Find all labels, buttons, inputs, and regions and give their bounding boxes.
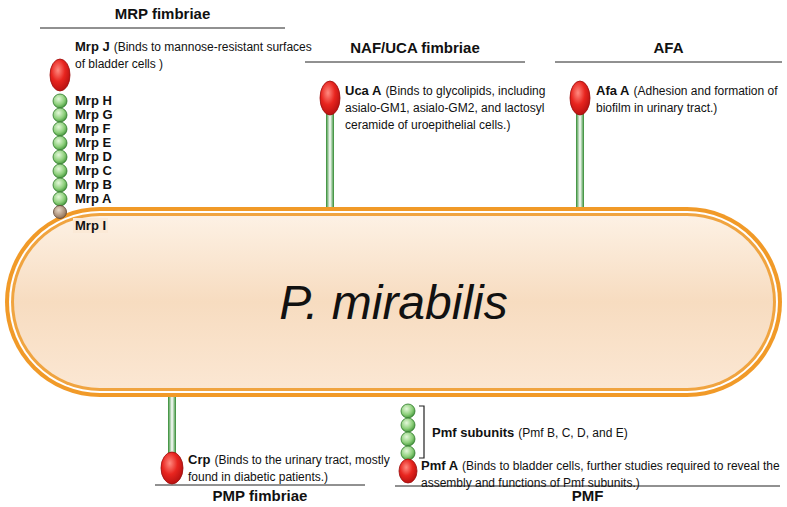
- cell-name: P. mirabilis: [279, 275, 508, 330]
- subunit-name: Mrp H: [75, 93, 112, 108]
- subunit-name: Mrp F: [75, 121, 110, 136]
- section-heading: MRP fimbriae: [40, 6, 285, 21]
- protein-annotation: Pmf A(Binds to bladder cells, further st…: [421, 457, 783, 491]
- subunit-name: Mrp D: [75, 149, 112, 164]
- protein-annotation: Uca A(Binds to glycolipids, including as…: [345, 82, 550, 133]
- protein-annotation: Pmf subunits (Pmf B, C, D, and E): [432, 424, 682, 441]
- section-heading: PMF: [395, 488, 780, 503]
- protein-annotation: Afa A(Adhesion and formation of biofilm …: [596, 82, 781, 116]
- protein-annotation: Mrp J(Binds to mannose-resistant surface…: [75, 38, 325, 72]
- section-heading: PMP fimbriae: [155, 488, 365, 503]
- subunit-name: Mrp G: [75, 107, 113, 122]
- protein-name: Crp: [188, 452, 210, 467]
- section-heading: NAF/UCA fimbriae: [305, 40, 525, 55]
- subunit-name: Mrp I: [73, 218, 108, 233]
- protein-description: (Binds to the urinary tract, mostly foun…: [188, 453, 390, 484]
- section-heading: AFA: [555, 40, 782, 55]
- subunit-name: Mrp C: [75, 163, 112, 178]
- protein-name: Pmf subunits: [432, 425, 514, 440]
- protein-name: Pmf A: [421, 458, 458, 473]
- subunit-name: Mrp B: [75, 177, 112, 192]
- protein-name: Uca A: [345, 83, 381, 98]
- subunit-name: Mrp E: [75, 135, 111, 150]
- protein-name: Afa A: [596, 83, 629, 98]
- subunit-name: Mrp A: [75, 191, 111, 206]
- bacterial-cell: P. mirabilis: [4, 206, 783, 398]
- protein-name: Mrp J: [75, 39, 110, 54]
- protein-description: (Binds to bladder cells, further studies…: [421, 459, 780, 490]
- protein-description: (Binds to mannose-resistant surfaces of …: [75, 40, 312, 71]
- protein-description: (Pmf B, C, D, and E): [518, 426, 627, 440]
- protein-annotation: Crp(Binds to the urinary tract, mostly f…: [188, 451, 403, 485]
